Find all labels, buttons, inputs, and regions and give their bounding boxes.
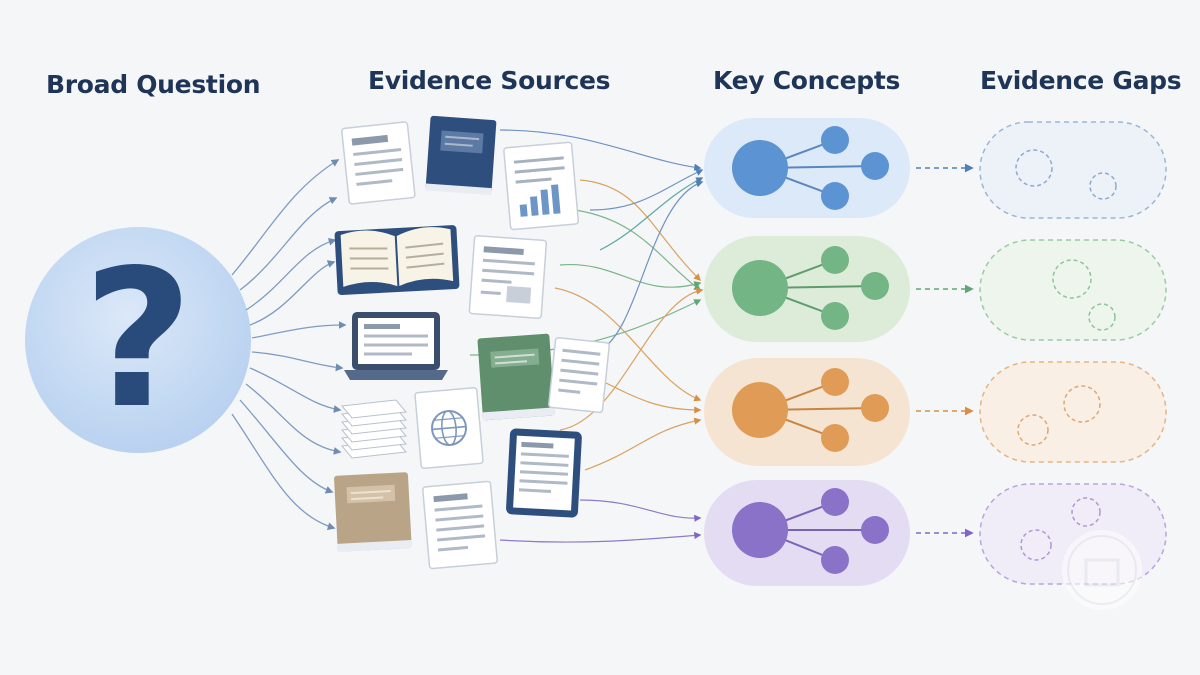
title-key-concepts: Key Concepts [713,66,901,95]
document-icon [341,121,416,205]
concept-orange [704,358,910,466]
watermark-icon [1062,530,1142,610]
text-document-icon [548,337,610,414]
open-book-icon [334,225,460,295]
report-document-icon [468,235,548,319]
article-document-icon [422,480,498,570]
title-evidence-sources: Evidence Sources [368,66,611,95]
book-icon [425,115,497,196]
paper-stack-icon [341,399,407,459]
title-broad-question: Broad Question [46,70,261,99]
question-mark-icon: ? [82,229,194,450]
evidence-sources [334,115,610,570]
tablet-icon [506,428,582,518]
globe-document-icon [414,386,484,470]
concept-purple [704,480,910,586]
question-arrows [231,159,347,530]
gap-blue [979,121,1167,219]
bar-chart-document-icon [503,141,580,231]
laptop-icon [344,312,448,380]
title-evidence-gaps: Evidence Gaps [980,66,1182,95]
brown-book-icon [334,472,412,552]
gap-orange [979,361,1167,463]
source-concept-links [469,129,704,543]
question-node [25,227,251,453]
concept-green [704,236,910,342]
concept-blue [704,118,910,218]
green-book-icon [477,333,555,421]
gap-green [979,239,1167,341]
gap-arrows [916,163,974,538]
